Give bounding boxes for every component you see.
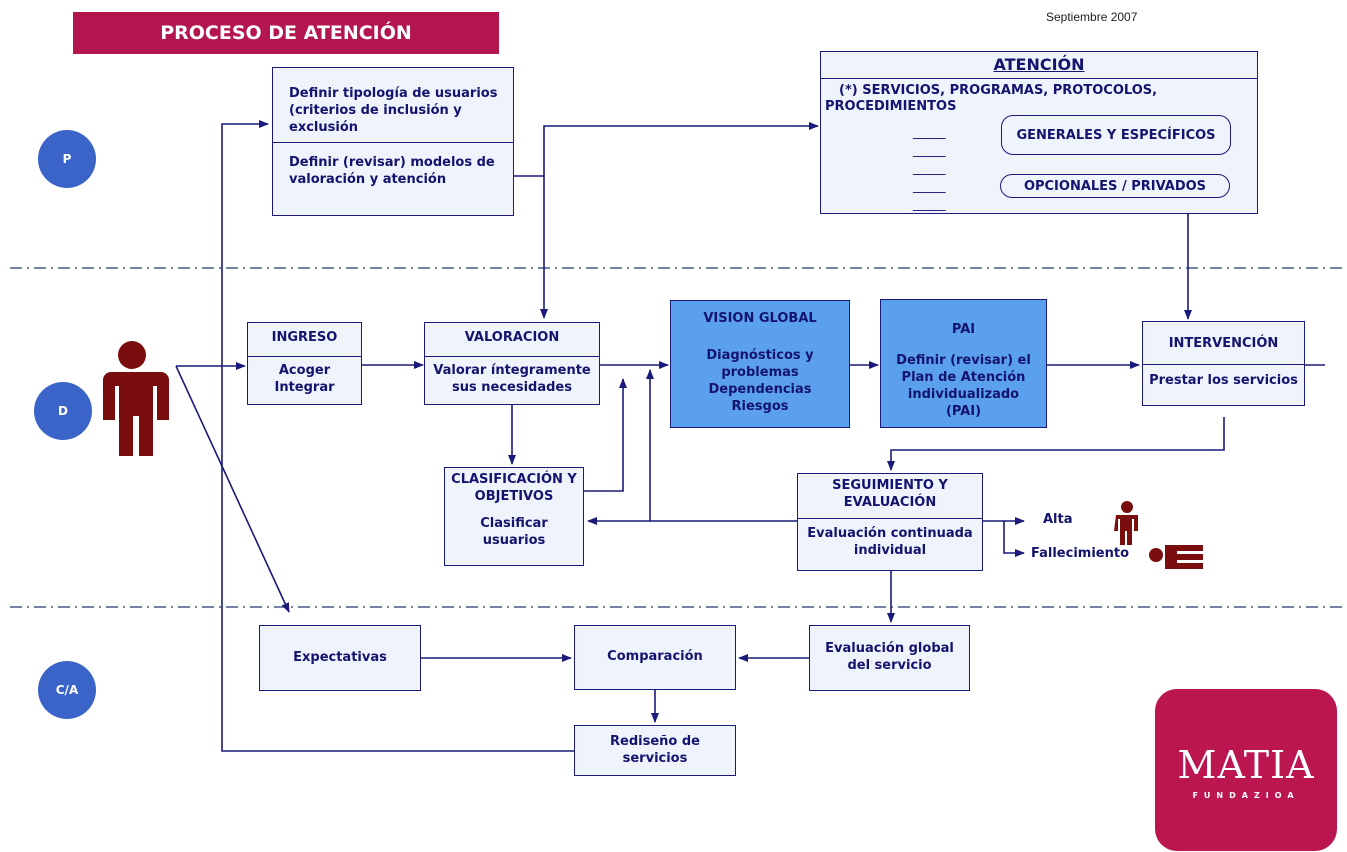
intervencion-title: INTERVENCIÓN <box>1168 336 1279 351</box>
person-icon <box>103 341 169 456</box>
atencion-subtitle: (*) SERVICIOS, PROGRAMAS, PROTOCOLOS, PR… <box>825 83 1158 115</box>
clasificacion-title: CLASIFICACIÓN Y OBJETIVOS <box>451 472 577 504</box>
atencion-placeholder-list: _____ _____ _____ _____ _____ <box>913 124 946 214</box>
seguimiento-text: Evaluación continuada individual <box>798 518 982 560</box>
intervencion-box: INTERVENCIÓN Prestar los servicios <box>1142 321 1305 406</box>
arrow-person-to-expectativas <box>175 365 290 613</box>
atencion-placeholder: _____ <box>913 143 946 158</box>
alta-label: Alta <box>1043 512 1073 527</box>
matia-logo: MATIA FUNDAZIOA <box>1155 689 1337 851</box>
rediseno-box: Rediseño de servicios <box>574 725 736 776</box>
vision-title: VISION GLOBAL <box>703 311 817 326</box>
comparacion-box: Comparación <box>574 625 736 690</box>
page-title: PROCESO DE ATENCIÓN <box>73 12 499 54</box>
clasificacion-box: CLASIFICACIÓN Y OBJETIVOS Clasificar usu… <box>444 467 584 566</box>
arrow-planning-to-atencion <box>543 122 819 176</box>
arrow-clasificacion-up <box>584 378 627 492</box>
arrow-intervencion-to-seguimiento <box>887 417 1225 471</box>
fallecimiento-label: Fallecimiento <box>1031 546 1130 561</box>
arrow-planning-to-valoracion <box>514 175 548 319</box>
opcionales-pill: OPCIONALES / PRIVADOS <box>1000 174 1230 198</box>
atencion-placeholder: _____ <box>913 161 946 176</box>
date-label: Septiembre 2007 <box>1046 10 1138 24</box>
arrow-to-fallecimiento <box>1003 521 1025 557</box>
ingreso-title: INGRESO <box>271 330 338 345</box>
pai-text: Definir (revisar) el Plan de Atención in… <box>896 352 1031 419</box>
seguimiento-title: SEGUIMIENTO Y EVALUACIÓN <box>832 478 948 510</box>
ingreso-acoger: Acoger <box>248 356 361 380</box>
planning-box: Definir tipología de usuarios (criterios… <box>272 67 514 216</box>
pai-box: PAI Definir (revisar) el Plan de Atenció… <box>880 299 1047 428</box>
atencion-box: ATENCIÓN (*) SERVICIOS, PROGRAMAS, PROTO… <box>820 51 1258 214</box>
lying-person-icon <box>1149 545 1203 569</box>
vision-global-box: VISION GLOBAL Diagnósticos y problemas D… <box>670 300 850 428</box>
ingreso-integrar: Integrar <box>274 379 335 395</box>
atencion-placeholder: _____ <box>913 197 946 212</box>
lane-label-p: P <box>38 130 96 188</box>
atencion-placeholder: _____ <box>913 125 946 140</box>
vision-text: Diagnósticos y problemas Dependencias Ri… <box>706 347 814 414</box>
lane-label-d: D <box>34 382 92 440</box>
generales-pill: GENERALES Y ESPECÍFICOS <box>1001 115 1231 155</box>
planning-tipologia: Definir tipología de usuarios (criterios… <box>273 68 513 143</box>
standing-person-icon <box>1114 501 1138 545</box>
valoracion-text: Valorar íntegramente sus necesidades <box>425 356 599 397</box>
clasificacion-text: Clasificar usuarios <box>480 515 548 548</box>
atencion-placeholder: _____ <box>913 179 946 194</box>
ingreso-box: INGRESO Acoger Integrar <box>247 322 362 405</box>
logo-subtitle: FUNDAZIOA <box>1192 791 1300 800</box>
seguimiento-box: SEGUIMIENTO Y EVALUACIÓN Evaluación cont… <box>797 473 983 571</box>
planning-modelos: Definir (revisar) modelos de valoración … <box>289 155 495 187</box>
valoracion-box: VALORACION Valorar íntegramente sus nece… <box>424 322 600 405</box>
logo-name: MATIA <box>1177 743 1315 787</box>
expectativas-box: Expectativas <box>259 625 421 691</box>
evaluacion-global-box: Evaluación global del servicio <box>809 625 970 691</box>
arrow-rediseno-to-planning <box>221 120 574 752</box>
intervencion-text: Prestar los servicios <box>1143 364 1304 390</box>
pai-title: PAI <box>951 322 976 337</box>
atencion-title: ATENCIÓN <box>821 52 1257 79</box>
valoracion-title: VALORACION <box>464 330 560 345</box>
lane-label-ca: C/A <box>38 661 96 719</box>
